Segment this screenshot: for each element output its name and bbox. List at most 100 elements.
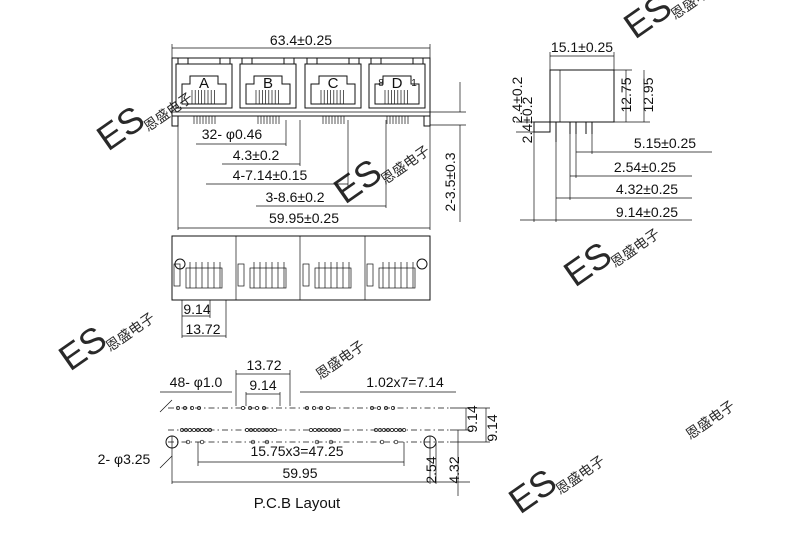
dim-2-4: 2.4±0.2 xyxy=(509,76,525,123)
pcb-hole xyxy=(176,406,180,410)
pcb-hole xyxy=(188,428,192,432)
pcb-dim-9-14: 9.14 xyxy=(249,377,276,393)
watermark-text: 恩盛电子 xyxy=(668,0,723,22)
pcb-layout: 13.72 9.14 48- φ1.0 1.02x7=7.14 2- φ3.25… xyxy=(98,357,500,512)
pcb-hole xyxy=(393,439,399,445)
dim-bottom-13-72: 13.72 xyxy=(185,321,220,337)
pcb-hole xyxy=(262,406,266,410)
pcb-hole xyxy=(390,428,394,432)
pcb-hole xyxy=(180,428,184,432)
pcb-holes xyxy=(176,406,406,445)
pcb-holes-48: 48- φ1.0 xyxy=(170,374,223,390)
dim-side-d4: 9.14±0.25 xyxy=(616,204,678,220)
pcb-hole xyxy=(204,428,208,432)
watermark-logo: ES xyxy=(556,233,619,294)
pcb-hole xyxy=(265,428,269,432)
pcb-hole xyxy=(328,439,334,445)
pcb-hole xyxy=(183,406,187,410)
pcb-hole xyxy=(398,428,402,432)
pcb-hole xyxy=(313,428,317,432)
pcb-r-4-32: 4.32 xyxy=(446,456,462,483)
dim-side-d3: 4.32±0.25 xyxy=(616,181,678,197)
dim-bottom-9-14: 9.14 xyxy=(183,301,210,317)
dim-4-3: 4.3±0.2 xyxy=(233,147,280,163)
pcb-hole xyxy=(374,428,378,432)
bottom-port xyxy=(302,262,352,289)
watermark-logo: ES xyxy=(51,317,114,378)
bottom-peg-right xyxy=(416,258,428,270)
pin-mark-1: 1 xyxy=(411,78,417,89)
pcb-hole xyxy=(329,428,333,432)
port-label: C xyxy=(328,75,339,92)
pcb-hole xyxy=(370,406,374,410)
pcb-hole xyxy=(200,428,204,432)
dim-4-7-14: 4-7.14±0.15 xyxy=(233,167,308,183)
dim-side-h2: 12.95 xyxy=(640,77,656,112)
dim-side-width: 15.1±0.25 xyxy=(551,39,613,55)
pcb-hole xyxy=(185,439,191,445)
dim-2-3-5: 2-3.5±0.3 xyxy=(442,152,458,211)
pcb-total: 59.95 xyxy=(282,465,317,481)
pcb-hole xyxy=(250,439,256,445)
dim-side-d1: 5.15±0.25 xyxy=(634,135,696,151)
watermark-logo: ES xyxy=(501,460,564,521)
pcb-hole xyxy=(377,406,381,410)
pcb-hole xyxy=(314,439,320,445)
pcb-hole xyxy=(196,428,200,432)
bottom-view: 9.14 13.72 xyxy=(171,235,431,338)
pcb-hole xyxy=(245,428,249,432)
pcb-hole xyxy=(305,406,309,410)
front-tab-right xyxy=(423,115,431,127)
pcb-hole xyxy=(184,428,188,432)
bottom-port xyxy=(366,262,416,289)
dim-pin-count: 32- φ0.46 xyxy=(202,126,263,142)
pcb-hole xyxy=(273,428,277,432)
dim-59-95: 59.95±0.25 xyxy=(269,210,339,226)
pcb-hole xyxy=(326,406,330,410)
pcb-hole xyxy=(319,406,323,410)
pcb-hole xyxy=(391,406,395,410)
pin-mark-8: 8 xyxy=(378,78,384,89)
watermark-text: 恩盛电子 xyxy=(608,225,663,270)
pcb-dim-13-72: 13.72 xyxy=(246,357,281,373)
pcb-hole xyxy=(379,439,385,445)
pcb-hole xyxy=(192,428,196,432)
pcb-hole xyxy=(386,428,390,432)
pcb-r-9-14-b: 9.14 xyxy=(484,414,500,441)
pcb-hole xyxy=(264,439,270,445)
dim-overall-width: 63.4±0.25 xyxy=(270,32,332,48)
pcb-hole xyxy=(309,428,313,432)
pcb-mount-holes: 2- φ3.25 xyxy=(98,451,151,467)
dim-side-h1: 12.75 xyxy=(618,77,634,112)
dim-3-8-6: 3-8.6±0.2 xyxy=(265,189,324,205)
pcb-hole xyxy=(269,428,273,432)
pcb-r-2-54: 2.54 xyxy=(423,456,439,483)
bottom-port xyxy=(173,262,223,289)
pcb-hole xyxy=(321,428,325,432)
rj45-port: D xyxy=(368,57,426,109)
pcb-hole xyxy=(253,428,257,432)
pcb-hole xyxy=(382,428,386,432)
pcb-hole xyxy=(378,428,382,432)
watermark-text: 恩盛电子 xyxy=(683,397,738,442)
bottom-peg-left xyxy=(174,258,186,270)
pcb-spacing: 15.75x3=47.25 xyxy=(250,443,343,459)
watermark-text: 恩盛电子 xyxy=(313,337,368,382)
pcb-pitch: 1.02x7=7.14 xyxy=(366,374,444,390)
rj45-port: C xyxy=(304,57,362,109)
pcb-hole xyxy=(257,428,261,432)
pcb-hole xyxy=(261,428,265,432)
pcb-hole xyxy=(255,406,259,410)
pcb-caption: P.C.B Layout xyxy=(254,495,341,512)
bottom-port xyxy=(237,262,287,289)
pcb-hole xyxy=(197,406,201,410)
pcb-hole xyxy=(312,406,316,410)
pcb-hole xyxy=(384,406,388,410)
rj45-port: B xyxy=(239,57,297,109)
watermark-logo: ES xyxy=(89,97,152,158)
pcb-hole xyxy=(249,428,253,432)
port-label: D xyxy=(392,75,403,92)
pcb-hole xyxy=(325,428,329,432)
dim-side-d2: 2.54±0.25 xyxy=(614,159,676,175)
